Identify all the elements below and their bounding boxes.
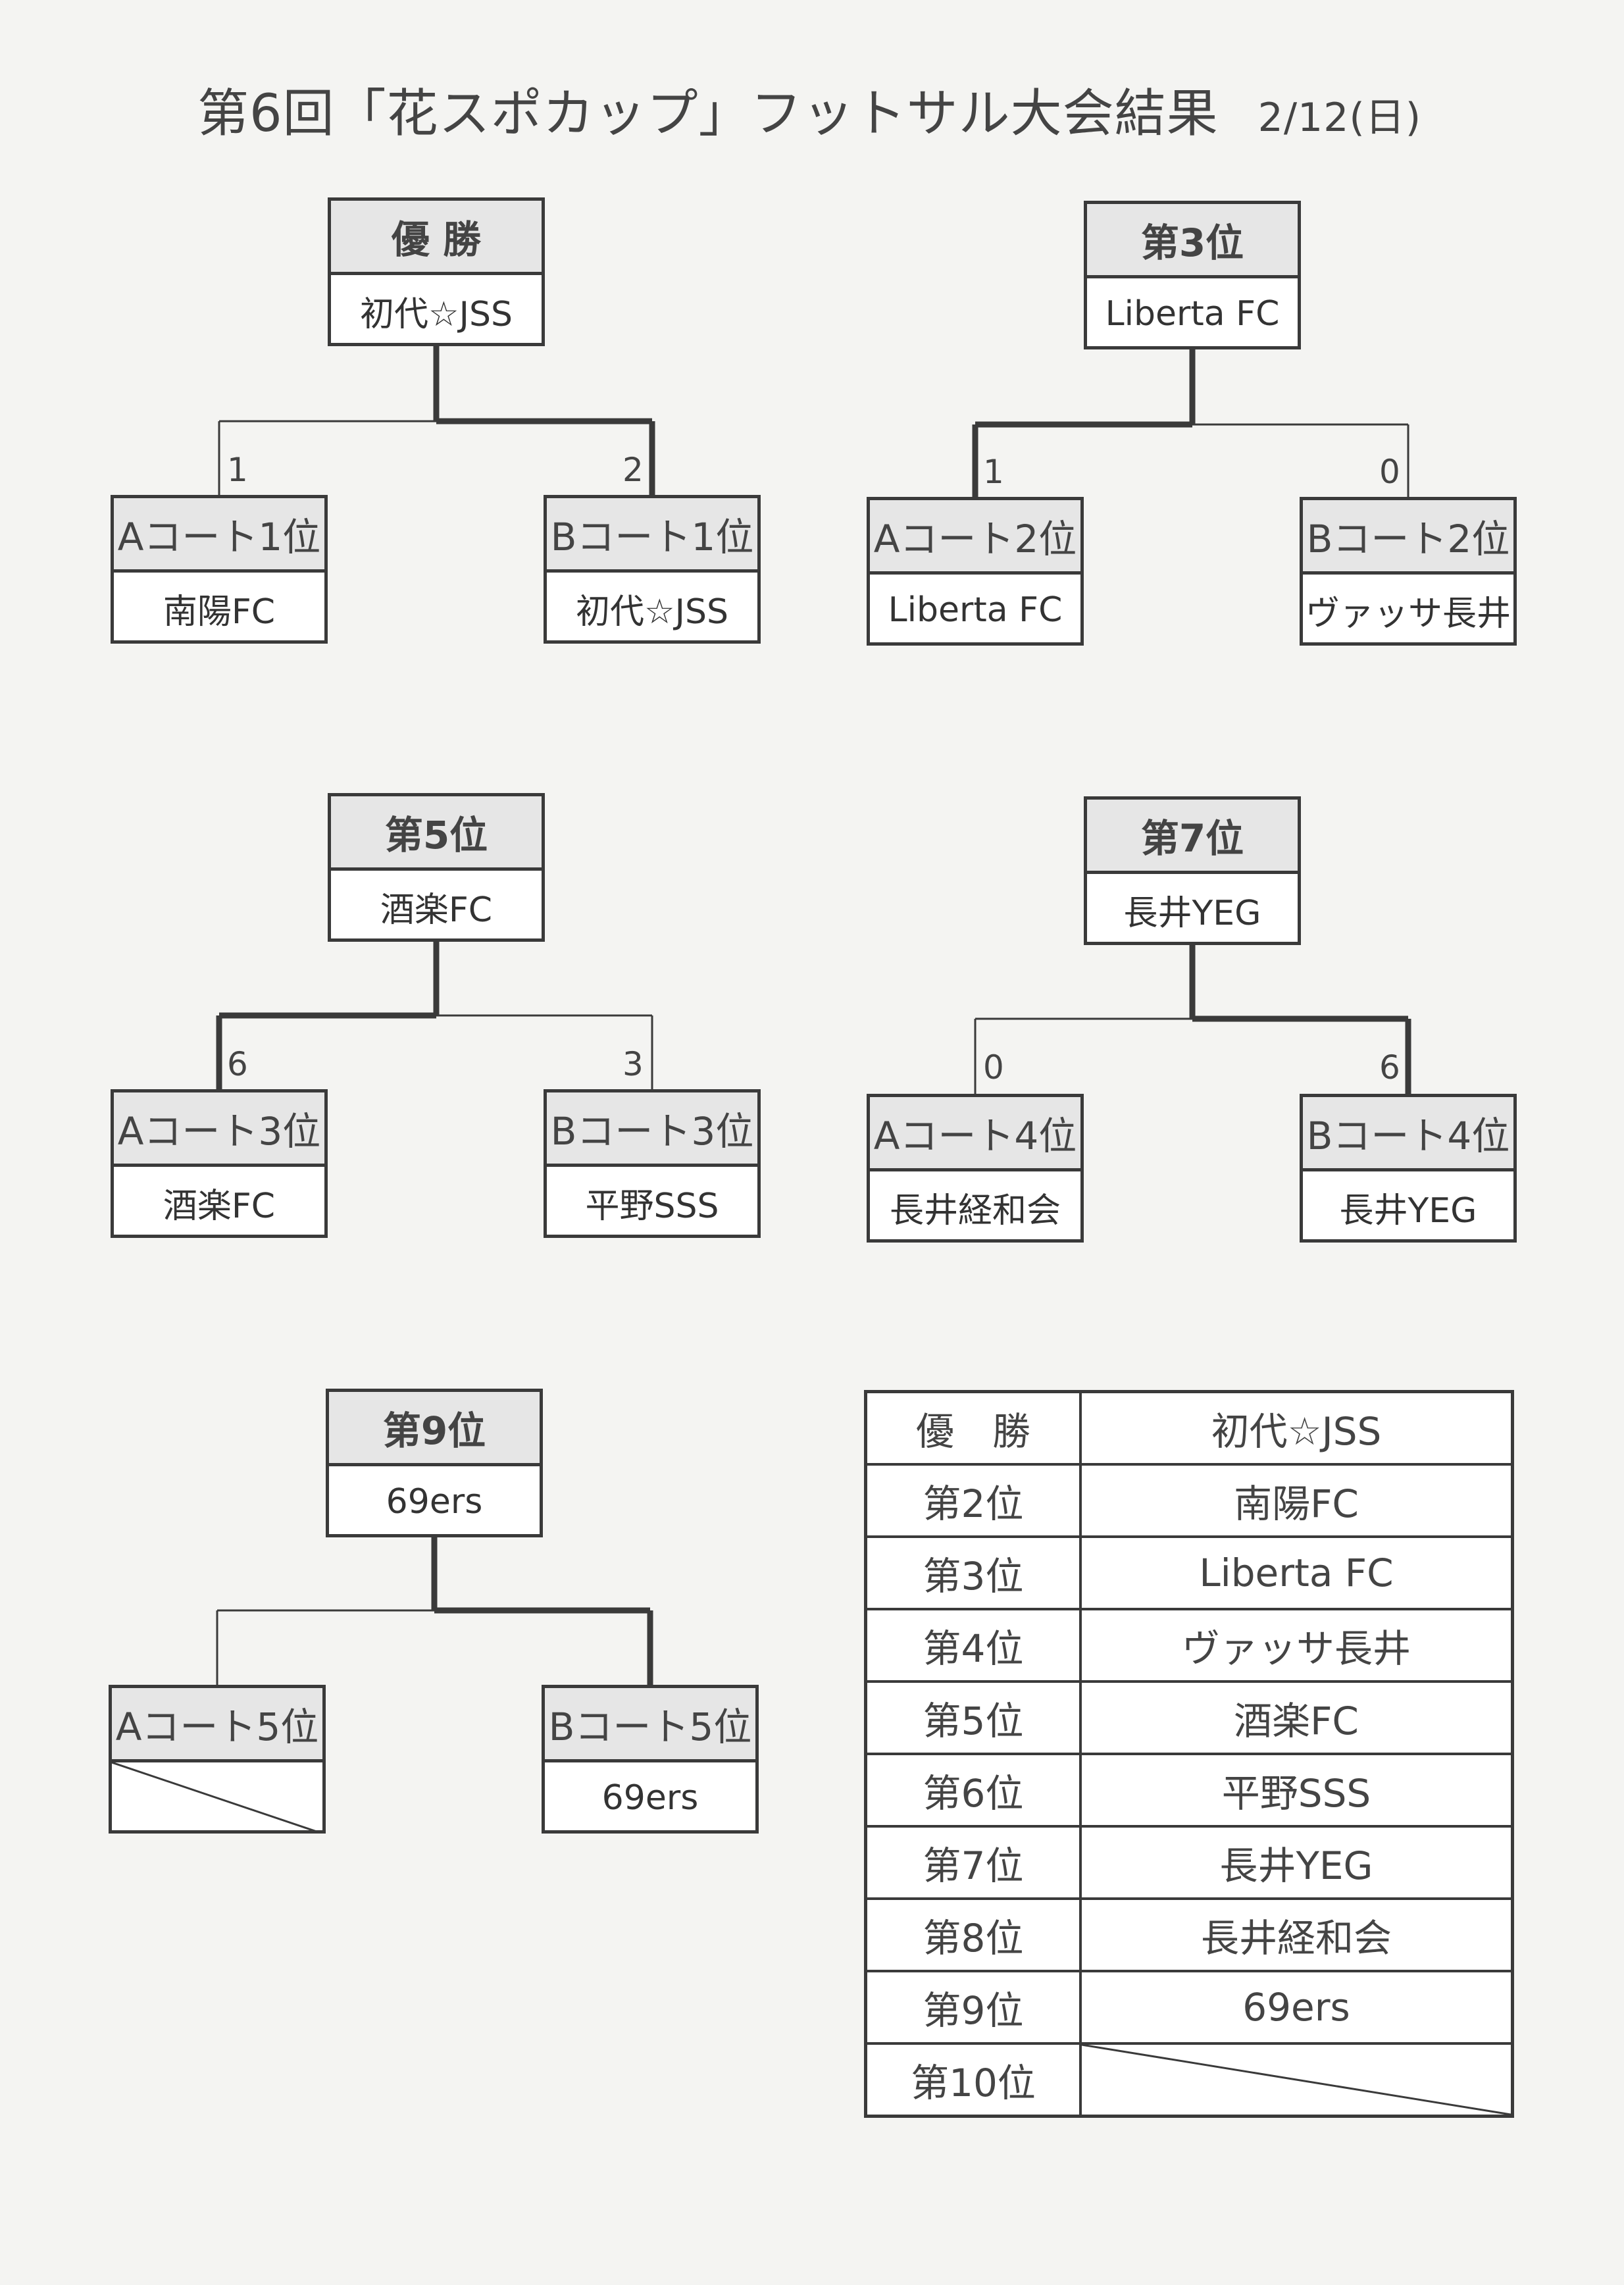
page-title: 第6回「花スポカップ」フットサル大会結果 2/12(日) bbox=[197, 72, 1421, 146]
table-row: 第8位 長井経和会 bbox=[864, 1897, 1514, 1972]
ninth-right-box: Bコート5位 69ers bbox=[542, 1685, 759, 1834]
table-row: 第10位 bbox=[864, 2042, 1514, 2118]
title-text: 第6回「花スポカップ」フットサル大会結果 bbox=[197, 84, 1219, 143]
court-rank-label: Bコート5位 bbox=[545, 1688, 755, 1762]
rank-cell: 第5位 bbox=[864, 1680, 1082, 1755]
table-row: 優 勝 初代☆JSS bbox=[864, 1390, 1514, 1466]
third-result-box: 第3位 Liberta FC bbox=[1084, 201, 1301, 349]
result-label: 優 勝 bbox=[331, 201, 542, 275]
result-label: 第9位 bbox=[329, 1392, 540, 1466]
score-right: 0 bbox=[1379, 453, 1400, 491]
court-rank-label: Bコート1位 bbox=[547, 498, 757, 573]
result-label: 第3位 bbox=[1087, 204, 1298, 278]
result-team: Liberta FC bbox=[1105, 294, 1280, 334]
event-date: 2/12(日) bbox=[1257, 95, 1422, 141]
score-left: 1 bbox=[227, 451, 248, 489]
standings-table: 優 勝 初代☆JSS 第2位 南陽FC 第3位 Liberta FC 第4位 ヴ… bbox=[864, 1390, 1514, 2118]
rank-cell: 第7位 bbox=[864, 1825, 1082, 1900]
fifth-left-box: Aコート3位 酒楽FC bbox=[111, 1089, 328, 1238]
team-cell: 69ers bbox=[1079, 1970, 1514, 2045]
court-rank-label: Bコート3位 bbox=[547, 1092, 757, 1167]
table-row: 第6位 平野SSS bbox=[864, 1753, 1514, 1828]
score-right: 6 bbox=[1379, 1048, 1400, 1087]
seventh-right-box: Bコート4位 長井YEG bbox=[1300, 1094, 1517, 1243]
court-rank-label: Aコート3位 bbox=[114, 1092, 324, 1167]
empty-team-cell bbox=[1079, 2042, 1514, 2118]
seventh-result-box: 第7位 長井YEG bbox=[1084, 796, 1301, 945]
score-left: 1 bbox=[983, 453, 1004, 491]
rank-cell: 第4位 bbox=[864, 1608, 1082, 1683]
team-cell: 平野SSS bbox=[1079, 1753, 1514, 1828]
team-cell: Liberta FC bbox=[1079, 1535, 1514, 1610]
fifth-result-box: 第5位 酒楽FC bbox=[328, 793, 545, 942]
third-right-box: Bコート2位 ヴァッサ長井 bbox=[1300, 497, 1517, 646]
rank-cell: 第9位 bbox=[864, 1970, 1082, 2045]
team-name: 酒楽FC bbox=[163, 1186, 276, 1226]
court-rank-label: Aコート5位 bbox=[112, 1688, 322, 1762]
court-rank-label: Aコート2位 bbox=[870, 500, 1080, 575]
rank-cell: 第8位 bbox=[864, 1897, 1082, 1972]
champion-result-box: 優 勝 初代☆JSS bbox=[328, 197, 545, 346]
team-name: 平野SSS bbox=[585, 1186, 719, 1226]
result-team: 初代☆JSS bbox=[360, 294, 513, 334]
ninth-left-box: Aコート5位 bbox=[109, 1685, 326, 1834]
team-name: 69ers bbox=[601, 1778, 699, 1818]
court-rank-label: Aコート1位 bbox=[114, 498, 324, 573]
third-left-box: Aコート2位 Liberta FC bbox=[867, 497, 1084, 646]
team-cell: 南陽FC bbox=[1079, 1463, 1514, 1538]
result-label: 第5位 bbox=[331, 796, 542, 871]
team-name: 南陽FC bbox=[163, 592, 276, 632]
rank-cell: 第6位 bbox=[864, 1753, 1082, 1828]
team-name: 初代☆JSS bbox=[576, 592, 728, 632]
score-left: 6 bbox=[227, 1045, 248, 1083]
table-row: 第5位 酒楽FC bbox=[864, 1680, 1514, 1755]
seventh-left-box: Aコート4位 長井経和会 bbox=[867, 1094, 1084, 1243]
team-name: Liberta FC bbox=[888, 590, 1063, 630]
empty-slot bbox=[112, 1762, 322, 1834]
fifth-right-box: Bコート3位 平野SSS bbox=[544, 1089, 761, 1238]
team-cell: 初代☆JSS bbox=[1079, 1390, 1514, 1466]
court-rank-label: Aコート4位 bbox=[870, 1097, 1080, 1171]
court-rank-label: Bコート2位 bbox=[1303, 500, 1513, 575]
table-row: 第3位 Liberta FC bbox=[864, 1535, 1514, 1610]
rank-cell: 優 勝 bbox=[864, 1390, 1082, 1466]
result-team: 酒楽FC bbox=[380, 890, 493, 930]
champion-right-box: Bコート1位 初代☆JSS bbox=[544, 495, 761, 644]
team-name: 長井経和会 bbox=[889, 1191, 1061, 1231]
table-row: 第4位 ヴァッサ長井 bbox=[864, 1608, 1514, 1683]
table-row: 第7位 長井YEG bbox=[864, 1825, 1514, 1900]
result-team: 69ers bbox=[386, 1482, 483, 1522]
team-cell: 長井経和会 bbox=[1079, 1897, 1514, 1972]
team-name: 長井YEG bbox=[1339, 1191, 1477, 1231]
table-row: 第9位 69ers bbox=[864, 1970, 1514, 2045]
ninth-result-box: 第9位 69ers bbox=[326, 1389, 543, 1537]
team-cell: 長井YEG bbox=[1079, 1825, 1514, 1900]
rank-cell: 第10位 bbox=[864, 2042, 1082, 2118]
result-label: 第7位 bbox=[1087, 800, 1298, 874]
score-right: 3 bbox=[622, 1045, 644, 1083]
team-cell: 酒楽FC bbox=[1079, 1680, 1514, 1755]
rank-cell: 第3位 bbox=[864, 1535, 1082, 1610]
team-cell: ヴァッサ長井 bbox=[1079, 1608, 1514, 1683]
score-left: 0 bbox=[983, 1048, 1004, 1087]
score-right: 2 bbox=[622, 451, 644, 489]
team-name: ヴァッサ長井 bbox=[1305, 594, 1511, 634]
champion-left-box: Aコート1位 南陽FC bbox=[111, 495, 328, 644]
court-rank-label: Bコート4位 bbox=[1303, 1097, 1513, 1171]
table-row: 第2位 南陽FC bbox=[864, 1463, 1514, 1538]
rank-cell: 第2位 bbox=[864, 1463, 1082, 1538]
result-team: 長井YEG bbox=[1123, 893, 1261, 933]
